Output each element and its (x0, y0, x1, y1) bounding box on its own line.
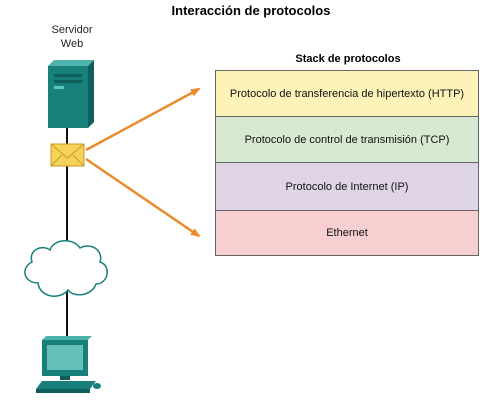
server-icon (48, 60, 94, 128)
layer-ip: Protocolo de Internet (IP) (216, 163, 478, 211)
arrow-to-http (85, 87, 201, 152)
arrow-to-ethernet (85, 157, 201, 238)
protocol-stack: Protocolo de transferencia de hipertexto… (215, 70, 479, 256)
server-label-line2: Web (60, 38, 84, 50)
server-label: Servidor Web (34, 23, 110, 51)
computer-icon (36, 336, 101, 393)
layer-http: Protocolo de transferencia de hipertexto… (216, 71, 478, 117)
diagram-title: Interacción de protocolos (171, 3, 331, 18)
envelope-icon (50, 143, 85, 167)
layer-tcp: Protocolo de control de transmisión (TCP… (216, 117, 478, 163)
stack-title: Stack de protocolos (295, 53, 401, 65)
cloud-icon (24, 240, 108, 297)
layer-ethernet: Ethernet (216, 211, 478, 255)
server-label-line1: Servidor (51, 24, 93, 36)
